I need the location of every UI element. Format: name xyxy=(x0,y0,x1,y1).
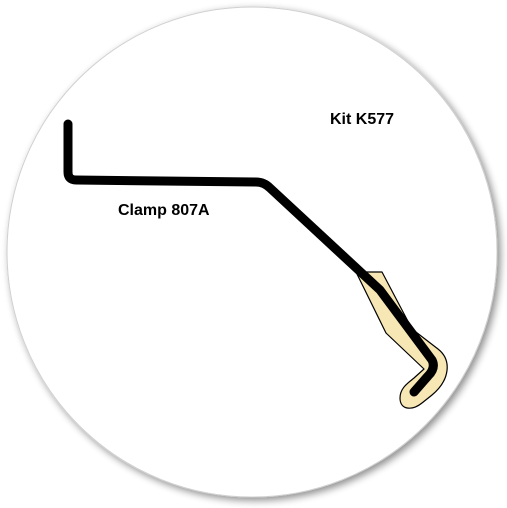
clamp-wire xyxy=(63,119,438,397)
background-disc xyxy=(6,6,498,498)
clamp-label: Clamp 807A xyxy=(118,202,210,219)
kit-label: Kit K577 xyxy=(330,111,394,128)
